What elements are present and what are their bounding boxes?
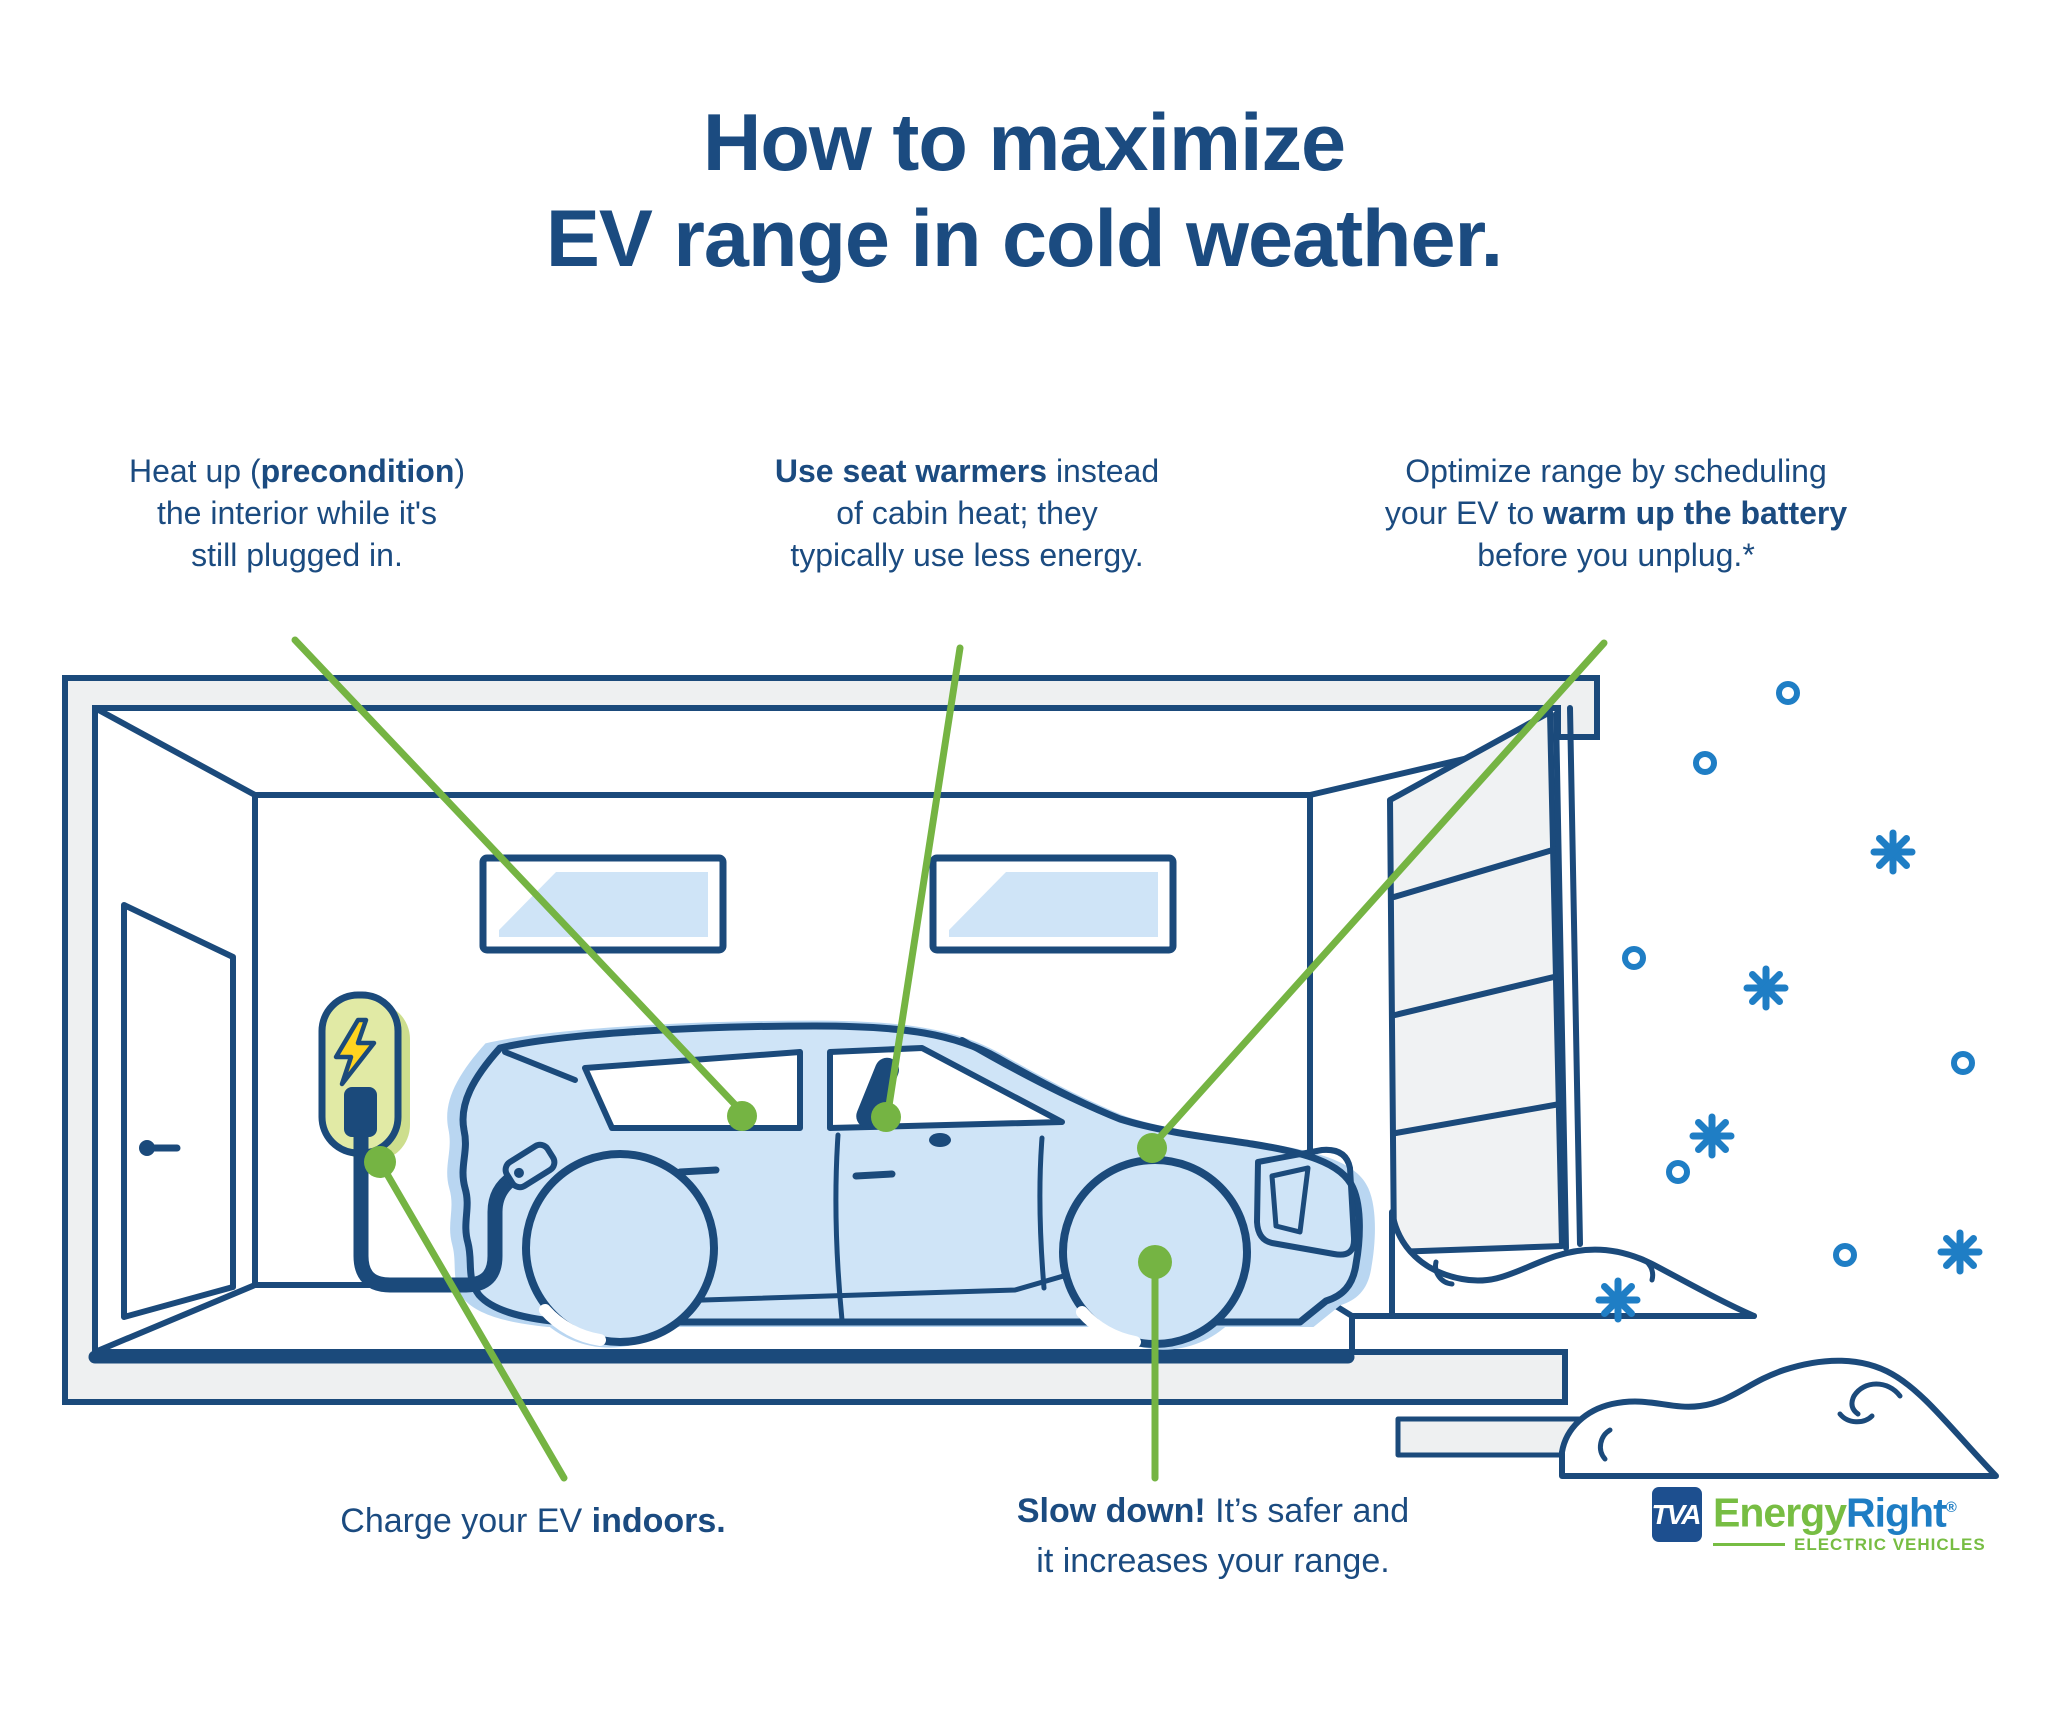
window-right [929,854,1177,954]
snowflake-asterisk-icon [1693,1117,1731,1155]
callout-dot-marker [871,1102,901,1132]
snowflake-dot-icon [1951,1051,1975,1075]
callout-text-bold: indoors. [591,1502,726,1540]
callout-dots [364,1101,1172,1279]
side-mirror [929,1133,951,1147]
callout-text: Heat up ( [128,453,261,489]
charging-cable [353,1129,558,1293]
callout-text: of cabin heat; they [836,495,1098,531]
snowflake-asterisk-icon [1874,833,1912,871]
door-handle-icon [139,1140,181,1156]
callout-line: Heat up (precondition) [129,450,465,492]
callout-text-bold: warm up the battery [1543,495,1848,531]
callout-text: Optimize range by scheduling [1405,453,1827,489]
snowflake-dot-icon [1666,1160,1690,1184]
callout-text: It’s safer and [1205,1492,1410,1530]
ev-car [459,1022,1363,1348]
snowflakes [1599,681,1979,1319]
title-line-1: How to maximize [702,98,1346,188]
callout-text: instead [1047,453,1160,489]
callout-text: it increases your range. [1036,1542,1390,1580]
callout-lines [291,636,1608,1482]
car-seat [856,1057,899,1129]
callout-line: your EV to warm up the battery [1385,492,1847,534]
snowflake-dot-icon [1693,751,1717,775]
car-wheel-rear [522,1150,718,1346]
callout-text: Charge your EV [340,1502,592,1540]
title-line-2: EV range in cold weather. [545,194,1503,284]
callout-text-bold: Slow down! [1016,1492,1206,1530]
charger-socket [344,1087,377,1137]
page-title: How to maximize EV range in cold weather… [0,95,2048,287]
brand-logo: TVA EnergyRight® ELECTRIC VEHICLES [1652,1487,1986,1555]
snowflake-asterisk-icon [1599,1281,1637,1319]
callout-seat-warmers: Use seat warmers instead of cabin heat; … [775,450,1159,576]
logo-word-energy: Energy [1713,1489,1847,1536]
logo-divider-line [1713,1543,1785,1547]
tva-logo: TVA [1652,1487,1702,1542]
callout-text: the interior while it's [156,495,437,531]
callout-line: of cabin heat; they [775,492,1159,534]
window-left [479,854,727,954]
snowflake-asterisk-icon [1941,1233,1979,1271]
callout-text-bold: Use seat warmers [774,453,1048,489]
callout-line: before you unplug.* [1385,534,1847,576]
headlight [1254,1146,1358,1258]
callout-line: Use seat warmers instead [775,450,1159,492]
callout-text: before you unplug.* [1477,537,1755,573]
callout-dot-marker [727,1101,757,1131]
snowflake-dot-icon [1833,1243,1857,1267]
snowflake-asterisk-icon [1747,969,1785,1007]
callout-line: it increases your range. [1017,1536,1409,1586]
callout-dot-marker [1137,1133,1167,1163]
energyright-wordmark: EnergyRight® ELECTRIC VEHICLES [1713,1487,1986,1555]
callout-dot-marker [364,1146,396,1178]
garage-door-panel [1387,705,1583,1255]
callout-slow-down: Slow down! It’s safer and it increases y… [1017,1486,1409,1586]
callout-text: still plugged in. [191,537,403,573]
snowflake-dot-icon [1776,681,1800,705]
callout-charge-indoors: Charge your EV indoors. [340,1496,725,1546]
logo-word-right: Right [1846,1489,1947,1536]
registered-mark: ® [1945,1499,1957,1516]
callout-line: still plugged in. [129,534,465,576]
callout-warm-battery: Optimize range by scheduling your EV to … [1385,450,1847,576]
interior-door [121,902,236,1320]
callout-line: Slow down! It’s safer and [1017,1486,1409,1536]
callout-line: the interior while it's [129,492,465,534]
snow-drift-small [1389,1209,1757,1319]
callout-text: typically use less energy. [790,537,1144,573]
callout-line: Charge your EV indoors. [340,1496,725,1546]
logo-subtitle: ELECTRIC VEHICLES [1794,1534,1986,1554]
lightning-bolt-icon [333,1017,377,1087]
callout-text: your EV to [1384,495,1544,531]
callout-dot-marker [1138,1245,1172,1279]
snowflake-dot-icon [1622,946,1646,970]
snow-drift-large [1559,1357,1999,1479]
callout-line: typically use less energy. [775,534,1159,576]
callout-line: Optimize range by scheduling [1385,450,1847,492]
callout-precondition: Heat up (precondition) the interior whil… [129,450,465,576]
callout-text-bold: precondition [260,453,455,489]
callout-text: ) [454,453,466,489]
charging-plug-icon [502,1141,558,1191]
